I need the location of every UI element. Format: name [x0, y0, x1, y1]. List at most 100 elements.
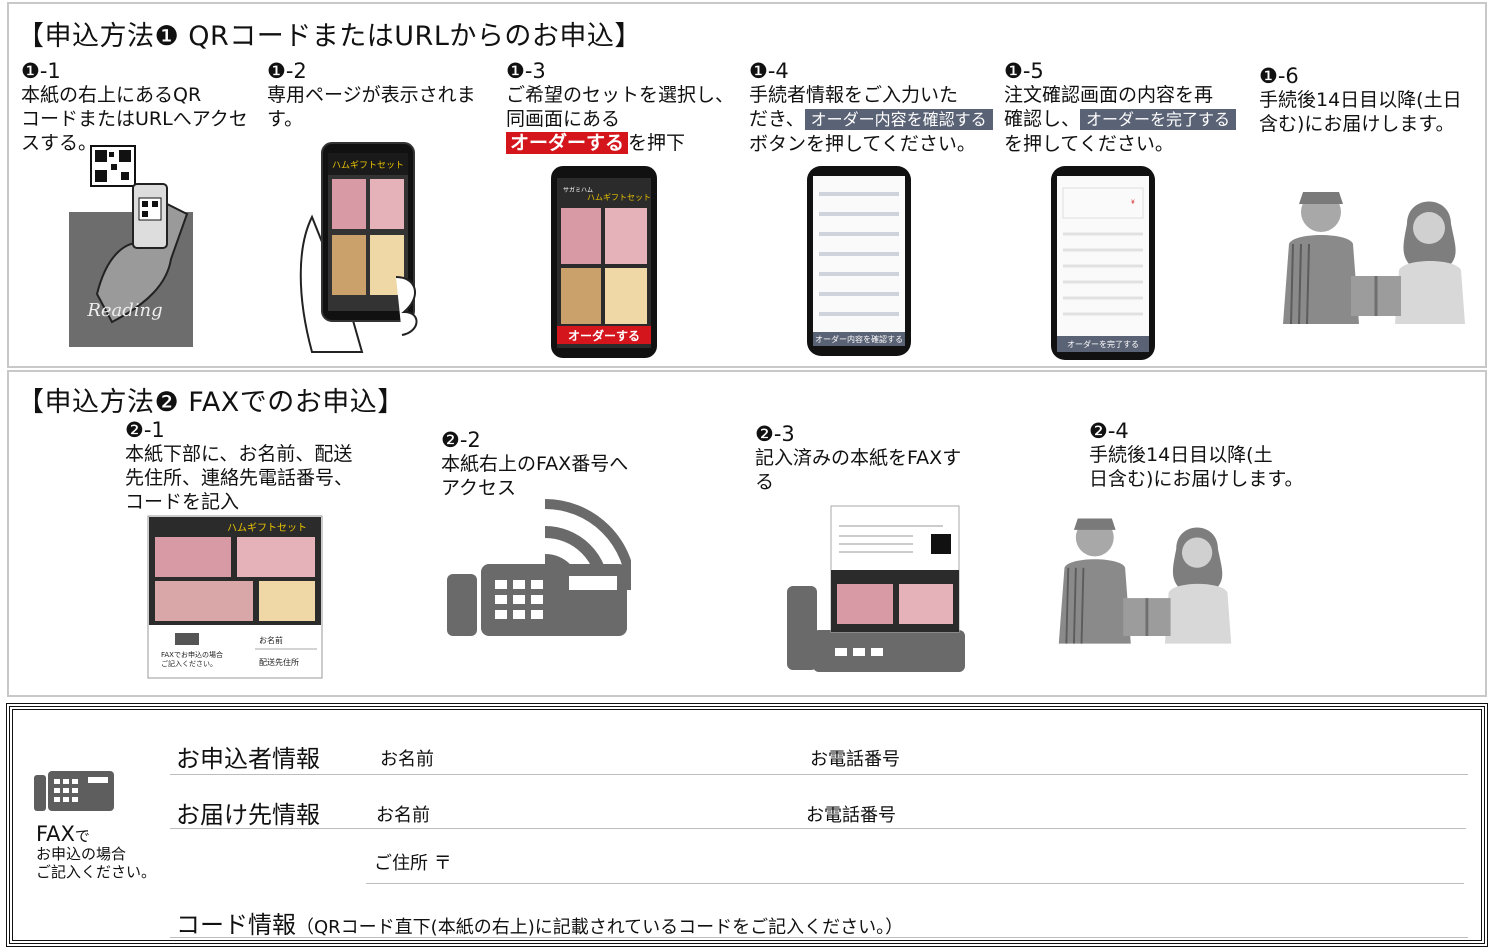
method2-title: 【申込方法❷ FAXでのお申込】: [17, 387, 405, 418]
step-text: 先住所、連絡先電話番号、: [125, 467, 354, 489]
order-button: [557, 326, 651, 344]
method1-step1: ❶-1 本紙の右上にあるQR コードまたはURLへアクセ スする。: [21, 59, 248, 155]
fax-caption-line: ご記入ください。: [36, 863, 157, 881]
step-text: 手続後14日目以降(土日: [1259, 89, 1462, 111]
step-text: コードまたはURLへアクセ: [21, 108, 248, 130]
package-title: ハムギフトセット: [332, 160, 404, 171]
complete-button: [1057, 336, 1149, 352]
method2-step4: ❷-4 手続後14日目以降(土 日含む)にお届けします。: [1089, 419, 1304, 491]
fax-icon: [175, 633, 199, 645]
step-text: コードを記入: [125, 491, 240, 513]
confirm-screen-illustration: ¥ オーダーを完了する: [1051, 166, 1155, 360]
step-text: 本紙の右上にあるQR: [21, 84, 202, 106]
delivery-phone-field[interactable]: お電話番号: [806, 805, 896, 826]
code-label: コード情報: [176, 911, 296, 939]
delivery-illustration: [1058, 518, 1232, 644]
order-button-text: オーダーする: [568, 328, 640, 343]
confirm-button-text: オーダー内容を確認する: [815, 334, 903, 344]
confirm-button-label: オーダー内容を確認する: [804, 109, 993, 130]
delivery-name-field[interactable]: お名前: [376, 805, 430, 826]
package-title: ハムギフトセット: [587, 193, 651, 202]
step-text: 手続者情報をご入力いた: [749, 84, 959, 106]
order-screen-illustration: サガミハム ハムギフトセット オーダーする: [551, 166, 657, 358]
step-text: アクセス: [441, 477, 517, 499]
method1-step6: ❶-6 手続後14日目以降(土日 含む)にお届けします。: [1259, 64, 1462, 136]
qr-scan-illustration: Reading: [69, 145, 193, 347]
method1-title: 【申込方法❶ QRコードまたはURLからのお申込】: [17, 21, 642, 52]
applicant-phone-field[interactable]: お電話番号: [810, 749, 900, 770]
qr-code-icon: [931, 534, 951, 554]
method2-step2: ❷-2 本紙右上のFAX番号へ アクセス: [441, 428, 628, 500]
step-text: スする。: [21, 132, 98, 154]
confirm-button: [813, 332, 905, 346]
fax-caption-de: で: [74, 827, 90, 845]
step-number: ❶-5: [1004, 59, 1044, 83]
paper-form-illustration: ハムギフトセット FAXでお申込の場合 ご記入ください。 お名前 配送先住所: [147, 515, 323, 679]
step-text: 本紙右上のFAX番号へ: [441, 453, 629, 475]
step-text: を押してください。: [1004, 133, 1174, 155]
order-button-label: オーダーする: [506, 132, 629, 154]
step-text: 注文確認画面の内容を再: [1004, 84, 1214, 106]
fax-caption-line: お申込の場合: [36, 845, 127, 863]
brand-label: サガミハム: [563, 186, 593, 194]
fax-order-form: FAXで お申込の場合 ご記入ください。 お申込者情報 お名前 お電話番号 お届…: [6, 703, 1488, 947]
method1-step4: ❶-4 手続者情報をご入力いた だき、オーダー内容を確認する ボタンを押してくだ…: [749, 59, 993, 156]
form-screen-illustration: オーダー内容を確認する: [807, 166, 911, 356]
step-text: 確認し、: [1004, 108, 1081, 130]
field-address: 配送先住所: [259, 657, 299, 667]
step-text: ボタンを押してください。: [749, 133, 976, 155]
step-number: ❶-6: [1259, 64, 1299, 88]
step-number: ❶-4: [749, 59, 789, 83]
step-text: だき、: [749, 108, 805, 130]
fax-machine-illustration: [447, 499, 631, 636]
step-text: ご希望のセットを選択し、: [506, 84, 735, 106]
step-text: 本紙下部に、お名前、配送: [125, 443, 353, 465]
phone-hand-illustration: ハムギフトセット: [299, 142, 418, 353]
fax-icon: [813, 630, 965, 672]
step-number: ❷-2: [441, 428, 481, 452]
step-number: ❶-3: [506, 59, 546, 83]
step-text: を押下: [628, 132, 686, 154]
reading-label: Reading: [86, 300, 162, 321]
divider: [170, 828, 1466, 829]
qr-code-icon: [90, 145, 136, 187]
fax-note: ご記入ください。: [161, 659, 217, 668]
method2-step3: ❷-3 記入済みの本紙をFAXす る: [755, 422, 961, 494]
step-text: 専用ページが表示されま: [267, 84, 476, 106]
step-text: る: [755, 471, 775, 493]
fax-sending-illustration: [787, 505, 965, 672]
divider: [170, 937, 1468, 938]
fax-icon: [34, 771, 114, 811]
complete-button-label: オーダーを完了する: [1080, 109, 1237, 130]
field-name: お名前: [259, 635, 283, 645]
code-info-row[interactable]: コード情報（QRコード直下(本紙の右上)に記載されているコードをご記入ください。…: [176, 905, 903, 940]
step-number: ❷-4: [1089, 419, 1129, 443]
package-title: ハムギフトセット: [227, 522, 307, 534]
step-number: ❶-1: [21, 59, 61, 83]
step-text: 同画面にある: [506, 108, 621, 130]
applicant-name-field[interactable]: お名前: [380, 749, 434, 770]
step-number: ❷-1: [125, 418, 165, 442]
method1-step2: ❶-2 専用ページが表示されま す。: [267, 59, 476, 131]
step-number: ❷-3: [755, 422, 795, 446]
method1-step5: ❶-5 注文確認画面の内容を再 確認し、オーダーを完了する を押してください。: [1004, 59, 1237, 156]
fax-caption-fax: FAX: [36, 822, 75, 846]
delivery-label: お届け先情報: [176, 801, 320, 829]
complete-button-text: オーダーを完了する: [1067, 339, 1139, 349]
delivery-illustration: [1283, 192, 1465, 325]
fax-caption: FAXで お申込の場合 ご記入ください。: [36, 822, 157, 882]
method2-step1: ❷-1 本紙下部に、お名前、配送 先住所、連絡先電話番号、 コードを記入: [125, 418, 353, 514]
applicant-label: お申込者情報: [176, 745, 320, 773]
method2-section: 【申込方法❷ FAXでのお申込】 ❷-1 本紙下部に、お名前、配送 先住所、連絡…: [7, 370, 1487, 697]
method1-step3: ❶-3 ご希望のセットを選択し、 同画面にある オーダーするを押下: [506, 59, 734, 155]
delivery-address-field[interactable]: ご住所 〒: [374, 853, 452, 874]
method1-section: 【申込方法❶ QRコードまたはURLからのお申込】 ❶-1 本紙の右上にあるQR…: [7, 2, 1487, 368]
step-text: 手続後14日目以降(土: [1089, 444, 1273, 466]
step-text: 日含む)にお届けします。: [1089, 468, 1304, 490]
divider: [366, 883, 1464, 884]
step-text: す。: [267, 108, 304, 130]
step-number: ❶-2: [267, 59, 307, 83]
fax-note: FAXでお申込の場合: [161, 650, 223, 659]
price-mark: ¥: [1131, 199, 1135, 206]
step-text: 記入済みの本紙をFAXす: [755, 447, 962, 469]
